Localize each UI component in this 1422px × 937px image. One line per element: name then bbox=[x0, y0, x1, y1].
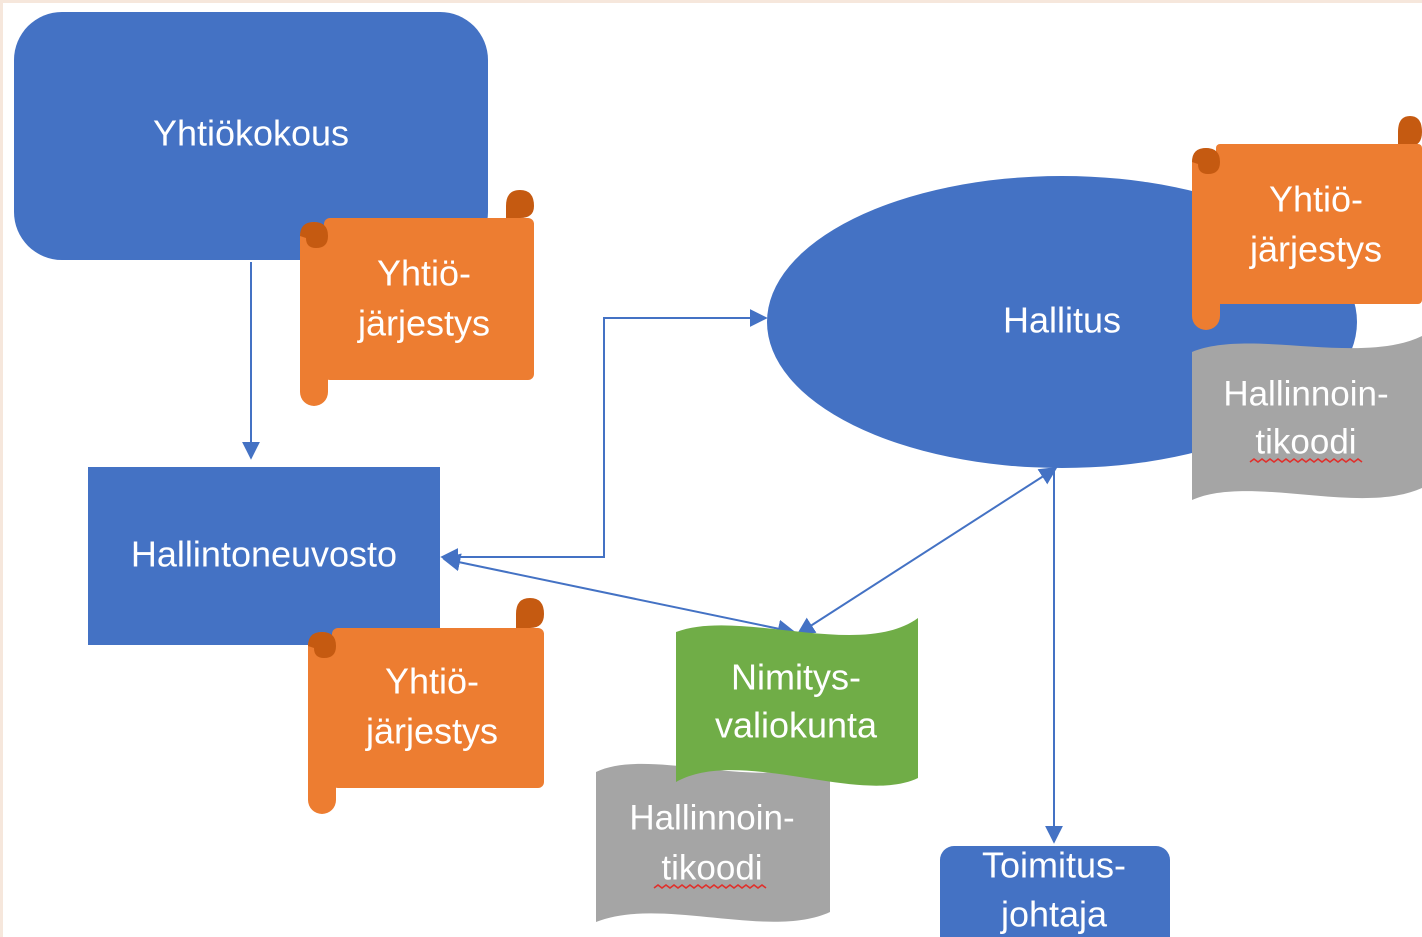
toimitusjohtaja-label-2: johtaja bbox=[1000, 894, 1108, 935]
scroll-hallinnointikoodi-bottom: Hallinnoin- tikoodi bbox=[596, 760, 830, 922]
node-yhtiokokous: Yhtiökokous bbox=[14, 12, 488, 260]
yhtiojarjestys-right-label-1: Yhtiö- bbox=[1269, 179, 1363, 220]
node-toimitusjohtaja: Toimitus- johtaja bbox=[940, 845, 1170, 937]
hallitus-label: Hallitus bbox=[1003, 300, 1121, 341]
connectors bbox=[242, 262, 1063, 844]
nimitysvaliokunta-label-2: valiokunta bbox=[715, 705, 878, 746]
hallinnointikoodi-right-label-2: tikoodi bbox=[1255, 422, 1356, 461]
yhtiojarjestys-middle-label-2: järjestys bbox=[365, 711, 498, 752]
hallinnointikoodi-bottom-label-2: tikoodi bbox=[661, 848, 762, 887]
node-nimitysvaliokunta: Nimitys- valiokunta bbox=[676, 618, 918, 786]
scroll-yhtiojarjestys-top: Yhtiö- järjestys bbox=[300, 190, 534, 406]
arrow-hallintoneuvosto-nimitysvaliokunta bbox=[442, 553, 796, 638]
yhtiojarjestys-top-label-2: järjestys bbox=[357, 303, 490, 344]
yhtiojarjestys-right-label-2: järjestys bbox=[1249, 229, 1382, 270]
scroll-yhtiojarjestys-middle: Yhtiö- järjestys bbox=[308, 598, 544, 814]
hallinnointikoodi-right-label-1: Hallinnoin- bbox=[1223, 374, 1388, 413]
yhtiokokous-label: Yhtiökokous bbox=[153, 113, 349, 154]
hallintoneuvosto-label: Hallintoneuvosto bbox=[131, 534, 397, 575]
toimitusjohtaja-label-1: Toimitus- bbox=[982, 845, 1126, 886]
yhtiojarjestys-middle-label-1: Yhtiö- bbox=[385, 661, 479, 702]
node-hallintoneuvosto: Hallintoneuvosto bbox=[88, 467, 440, 645]
spellcheck-squiggle-right bbox=[1249, 458, 1363, 463]
yhtiojarjestys-top-label-1: Yhtiö- bbox=[377, 253, 471, 294]
hallinnointikoodi-bottom-label-1: Hallinnoin- bbox=[629, 798, 794, 837]
arrow-hallitus-nimitysvaliokunta bbox=[796, 467, 1058, 635]
scroll-yhtiojarjestys-right: Yhtiö- järjestys bbox=[1192, 116, 1422, 330]
nimitysvaliokunta-label-1: Nimitys- bbox=[731, 657, 861, 698]
spellcheck-squiggle-bottom bbox=[653, 884, 767, 889]
scroll-hallinnointikoodi-right: Hallinnoin- tikoodi bbox=[1192, 336, 1422, 500]
